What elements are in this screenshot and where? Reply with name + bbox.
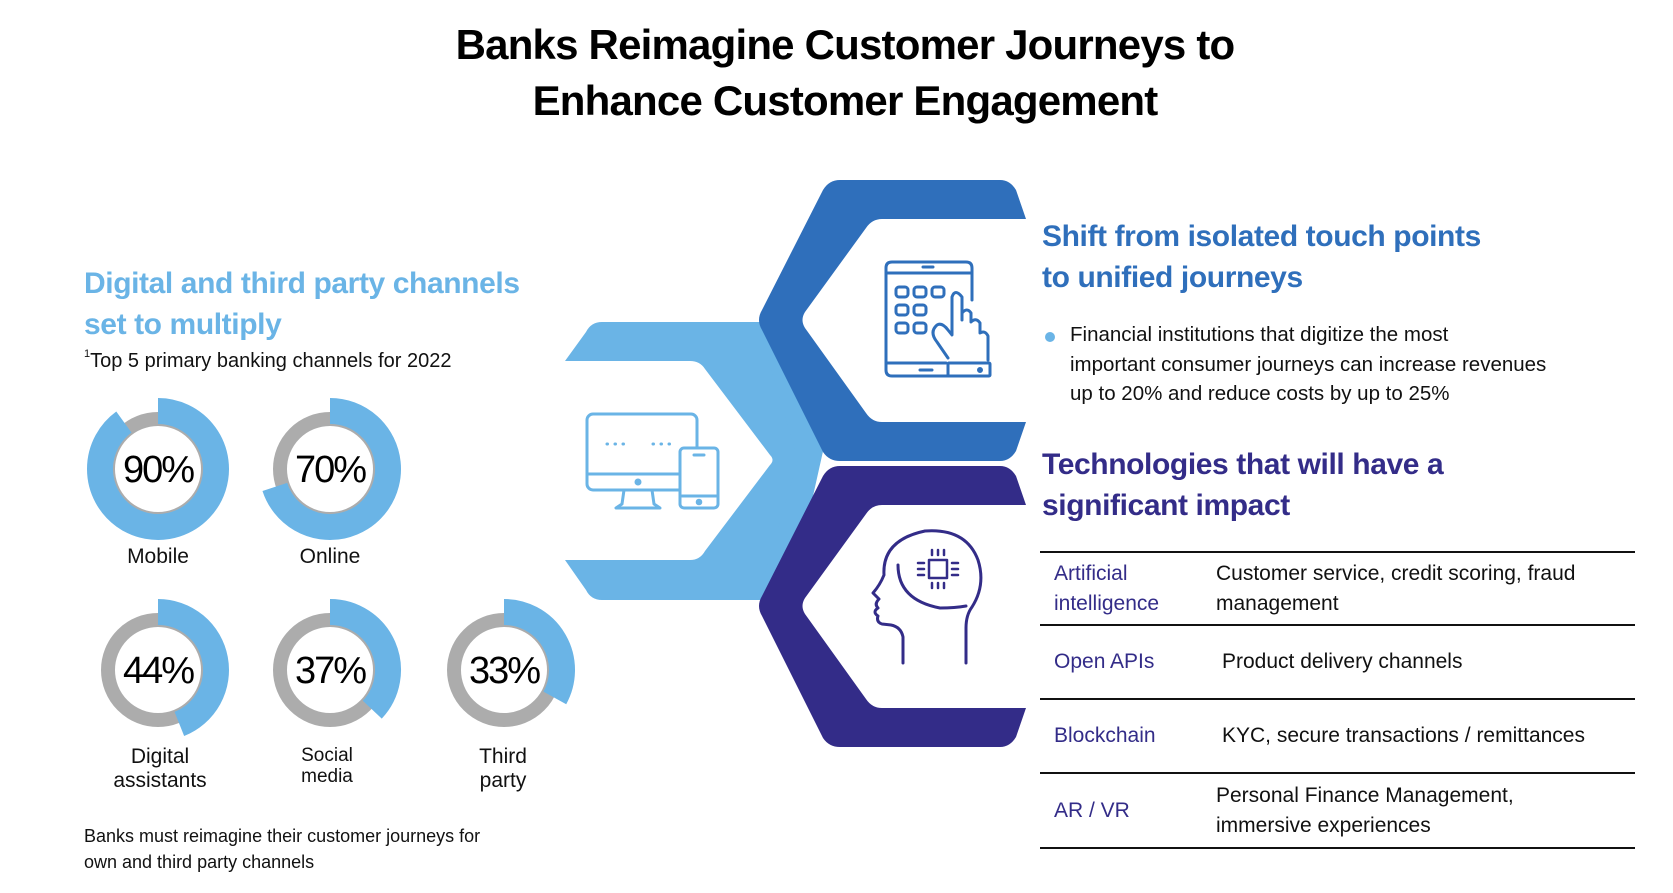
footer-line-2: own and third party channels	[84, 852, 315, 872]
donut-value-label: 44%	[123, 650, 194, 692]
page-title: Banks Reimagine Customer Journeys to Enh…	[0, 17, 1673, 129]
tech-impact: Product delivery channels	[1216, 624, 1635, 699]
footer-line-1: Banks must reimagine their customer jour…	[84, 826, 481, 846]
label-line: Third	[479, 745, 527, 768]
donut-value-arc	[503, 599, 575, 705]
tech-name: Open APIs	[1040, 624, 1216, 699]
footnote-marker: 1	[84, 348, 91, 360]
label-line: Social	[301, 745, 353, 766]
devices-icon	[585, 412, 720, 510]
bullet-text: Financial institutions that digitize the…	[1070, 320, 1645, 409]
tablet-touch-icon	[884, 260, 992, 378]
journeys-heading-line-1: Shift from isolated touch points	[1042, 220, 1481, 253]
tech-impact: KYC, secure transactions / remittances	[1216, 698, 1635, 773]
bullet-line: important consumer journeys can increase…	[1070, 352, 1547, 376]
table-row: Blockchain KYC, secure transactions / re…	[1040, 698, 1635, 773]
donut-label-third-party: Third party	[418, 745, 588, 793]
label-line: Mobile	[127, 545, 189, 568]
tech-name: AR / VR	[1040, 772, 1216, 849]
label-line: party	[479, 769, 527, 792]
journeys-heading: Shift from isolated touch points to unif…	[1042, 216, 1481, 298]
channels-footer-note: Banks must reimagine their customer jour…	[84, 823, 584, 875]
table-row: AR / VR Personal Finance Management,imme…	[1040, 772, 1635, 849]
donut-value-arc	[262, 398, 401, 540]
hex-light-blue-frame	[565, 322, 833, 600]
donut-value-label: 70%	[295, 449, 366, 491]
label-line: media	[301, 766, 353, 787]
label-line: Digital	[130, 745, 190, 768]
table-row: Open APIs Product delivery channels	[1040, 624, 1635, 699]
donut-label-mobile: Mobile	[73, 545, 243, 569]
donut-online: 70%	[262, 398, 401, 540]
tech-name: Blockchain	[1040, 698, 1216, 773]
channels-heading-line-1: Digital and third party channels	[84, 267, 520, 300]
channel-donut-charts: 90% 70% 44% 37% 33%	[87, 398, 575, 737]
donut-value-arc	[87, 398, 229, 540]
donut-value-arc	[329, 599, 401, 719]
bullet-line: Financial institutions that digitize the…	[1070, 323, 1449, 346]
channels-heading-line-2: set to multiply	[84, 308, 282, 341]
label-line: assistants	[113, 769, 207, 792]
hexagon-graphic	[565, 180, 1026, 747]
hex-indigo-frame	[759, 466, 1026, 747]
technologies-heading-line-2: significant impact	[1042, 489, 1290, 522]
hex-mid-blue-frame	[759, 180, 1026, 461]
tech-impact: Personal Finance Management,immersive ex…	[1216, 772, 1635, 849]
donut-label-online: Online	[245, 545, 415, 569]
title-line-2: Enhance Customer Engagement	[532, 77, 1159, 124]
donut-value-label: 90%	[123, 449, 194, 491]
donut-value-label: 37%	[295, 650, 366, 692]
technologies-heading: Technologies that will have a significan…	[1042, 444, 1444, 526]
subtitle-text: Top 5 primary banking channels for 2022	[90, 350, 452, 372]
channels-heading: Digital and third party channels set to …	[84, 263, 520, 345]
channels-subtitle: 1Top 5 primary banking channels for 2022	[84, 348, 452, 373]
donut-digital-assistants: 44%	[101, 599, 229, 737]
label-line: Online	[299, 545, 361, 568]
donut-mobile: 90%	[87, 398, 229, 540]
ai-head-chip-icon	[871, 529, 983, 665]
donut-social-media: 37%	[273, 599, 401, 727]
donut-value-arc	[157, 599, 229, 737]
donut-third-party: 33%	[447, 599, 575, 727]
technologies-heading-line-1: Technologies that will have a	[1042, 448, 1444, 481]
journeys-bullet: Financial institutions that digitize the…	[1045, 320, 1645, 409]
journeys-heading-line-2: to unified journeys	[1042, 261, 1303, 294]
donut-label-digital-assistants: Digital assistants	[75, 745, 245, 793]
bullet-line: up to 20% and reduce costs by up to 25%	[1070, 382, 1450, 405]
bullet-dot-icon	[1045, 332, 1055, 342]
title-line-1: Banks Reimagine Customer Journeys to	[455, 21, 1236, 68]
donut-label-social-media: Social media	[242, 745, 412, 787]
donut-value-label: 33%	[469, 650, 540, 692]
